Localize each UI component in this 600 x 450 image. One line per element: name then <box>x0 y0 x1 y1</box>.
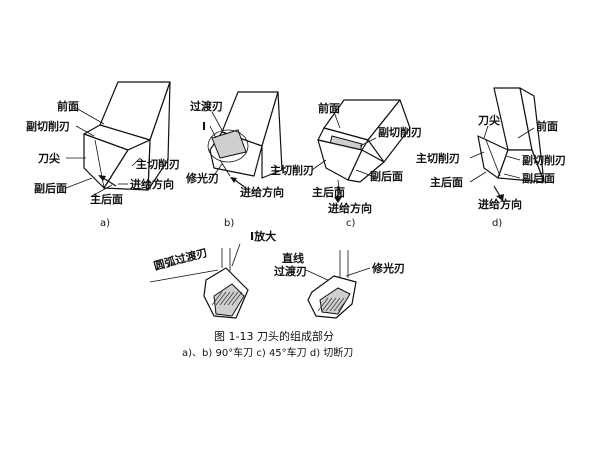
label-major-flank-c: 主后面 <box>312 185 345 199</box>
tool-b-shank-side <box>261 91 283 179</box>
label-feed-direction-d: 进给方向 <box>478 197 522 211</box>
label-marker-b: I <box>202 120 206 133</box>
hatch-line <box>337 297 349 312</box>
tool-a-major-flank <box>103 139 151 191</box>
label-feed-direction-c: 进给方向 <box>328 201 372 215</box>
hatch-line <box>219 291 231 306</box>
tool-b-transition-land <box>211 129 247 159</box>
hatch-line <box>211 291 223 306</box>
label-tool-tip-a: 刀尖 <box>38 151 60 165</box>
label-minor-cutting-edge-d: 副切削刃 <box>522 153 566 167</box>
diagram-b: 过渡刃 I 修光刃 进给方向 b) <box>185 91 284 229</box>
label-front-face-a: 前面 <box>57 99 79 113</box>
diagram-c: 前面 副切削刃 主切削刃 副后面 主后面 进给方向 c) <box>270 99 422 229</box>
figure-caption-subtitle: a)、b) 90°车刀 c) 45°车刀 d) 切断刀 <box>182 346 353 359</box>
hatch-line <box>329 297 341 312</box>
detail-enlarged: I放大 圆弧过渡刃 直线 过渡刃 修光刃 <box>149 229 405 319</box>
diagram-a: 前面 副切削刃 刀尖 副后面 主后面 主切削刃 进给方向 a) <box>26 81 180 229</box>
label-straight-line: 直线 <box>282 251 304 265</box>
label-feed-direction-b: 进给方向 <box>240 185 284 199</box>
label-minor-cutting-edge-a: 副切削刃 <box>26 119 70 133</box>
hatch-line <box>333 297 345 312</box>
label-minor-flank-c: 副后面 <box>370 169 403 183</box>
label-tool-tip-d: 刀尖 <box>478 113 500 127</box>
sublabel-c: c) <box>346 218 355 229</box>
tool-c-flank-2 <box>347 149 385 183</box>
tool-c-shank-side <box>367 99 411 163</box>
label-major-flank-a: 主后面 <box>90 192 123 206</box>
hatch-line <box>223 291 235 306</box>
label-wiper-edge-detail: 修光刃 <box>371 261 405 275</box>
detail-left-land <box>213 283 245 317</box>
sublabel-b: b) <box>224 218 234 229</box>
feed-arrow-d <box>493 185 501 197</box>
hatch-line <box>321 297 333 312</box>
label-major-flank-d: 主后面 <box>430 175 463 189</box>
hatch-line <box>227 291 239 306</box>
label-major-cutting-edge-a: 主切削刃 <box>136 157 180 171</box>
detail-right-land <box>319 287 351 315</box>
label-minor-flank-a: 副后面 <box>34 181 67 195</box>
label-minor-flank-d: 副后面 <box>522 171 555 185</box>
label-transition-edge-detail: 过渡刃 <box>274 264 307 278</box>
label-front-face-c: 前面 <box>318 101 340 115</box>
hatch-line <box>231 291 243 306</box>
detail-circle-b <box>207 129 249 163</box>
label-enlarge: I放大 <box>250 229 276 243</box>
label-minor-cutting-edge-c: 副切削刃 <box>378 125 422 139</box>
label-feed-direction-a: 进给方向 <box>130 177 174 191</box>
label-transition-edge-b: 过渡刃 <box>190 99 223 113</box>
label-arc-transition-edge: 圆弧过渡刃 <box>152 245 209 273</box>
hatch-line <box>325 297 337 312</box>
label-major-cutting-edge-c: 主切削刃 <box>270 163 314 177</box>
label-front-face-d: 前面 <box>536 119 558 133</box>
diagram-d: 刀尖 前面 主切削刃 副切削刃 主后面 副后面 进给方向 d) <box>416 87 566 229</box>
label-major-cutting-edge-d: 主切削刃 <box>416 151 460 165</box>
tool-d-blade <box>497 149 545 183</box>
hatch-line <box>215 291 227 306</box>
label-wiper-edge-b: 修光刃 <box>185 171 219 185</box>
sublabel-a: a) <box>100 218 110 229</box>
sublabel-d: d) <box>492 218 502 229</box>
figure-caption-title: 图 1-13 刀头的组成部分 <box>214 329 334 343</box>
hatch-line <box>317 297 329 312</box>
